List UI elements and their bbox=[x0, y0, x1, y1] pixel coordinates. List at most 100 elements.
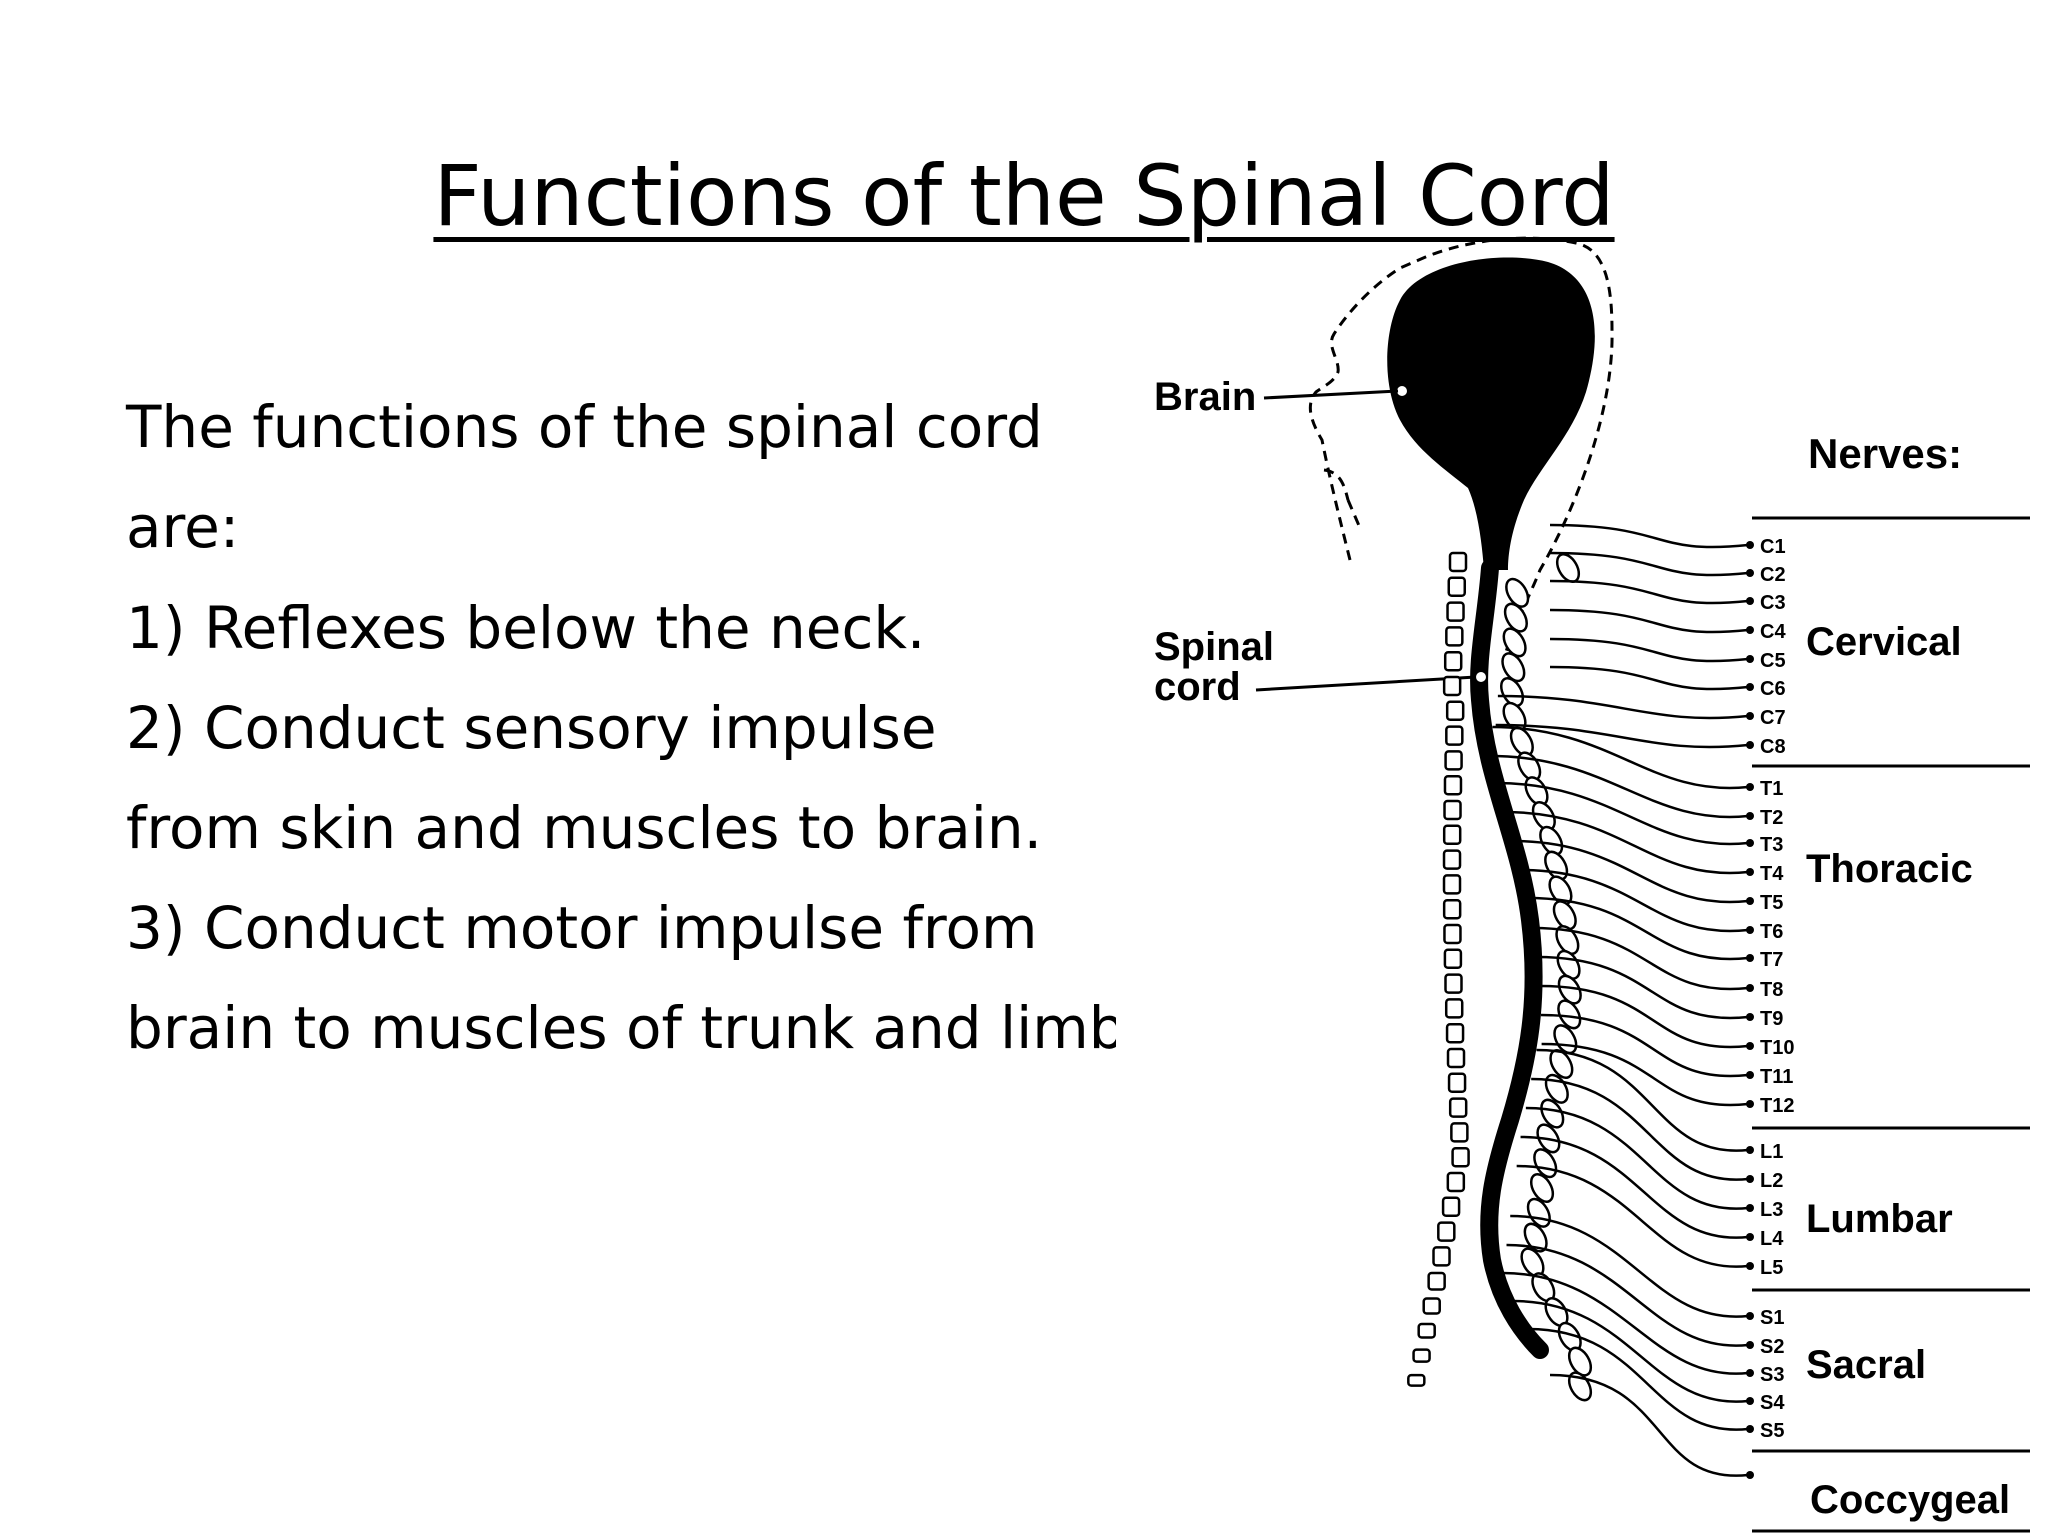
nerve-dot bbox=[1746, 984, 1754, 992]
nerve-line bbox=[1531, 1077, 1749, 1181]
nerve-line bbox=[1519, 868, 1749, 933]
vertebra-body bbox=[1442, 824, 1462, 846]
nerve-dot bbox=[1746, 1042, 1754, 1050]
slide-title-text: Functions of the Spinal Cord bbox=[433, 147, 1615, 245]
nerve-line bbox=[1549, 1373, 1749, 1477]
nerve-dot bbox=[1746, 926, 1754, 934]
nerve-line bbox=[1532, 926, 1749, 991]
vertebra-body bbox=[1446, 1047, 1466, 1069]
nerve-dot bbox=[1746, 1100, 1754, 1108]
nerve-dot bbox=[1746, 1175, 1754, 1183]
nerve-dot bbox=[1746, 868, 1754, 876]
nerve-label: L1 bbox=[1760, 1141, 1783, 1163]
nerve-label: T5 bbox=[1760, 892, 1783, 914]
vertebra-body bbox=[1444, 998, 1464, 1019]
nerve-dot bbox=[1746, 1471, 1754, 1479]
nerve-label: T4 bbox=[1760, 863, 1784, 885]
vertebra-process bbox=[1557, 999, 1582, 1030]
nerve-line bbox=[1549, 665, 1749, 691]
nerve-label: T12 bbox=[1760, 1095, 1794, 1117]
body-text: The functions of the spinal cord are: 1)… bbox=[126, 393, 1116, 1062]
nerve-label: T9 bbox=[1760, 1008, 1783, 1030]
vertebra-process bbox=[1540, 1098, 1565, 1129]
vertebra-body bbox=[1427, 1271, 1446, 1291]
nerve-label: C5 bbox=[1760, 650, 1786, 672]
nerve-labels: C1C2C3C4C5C6C7C8T1T2T3T4T5T6T7T8T9T10T11… bbox=[1760, 536, 1794, 1442]
nerve-group-label: Sacral bbox=[1806, 1343, 1926, 1387]
nerve-label: S2 bbox=[1760, 1336, 1784, 1358]
nerve-line bbox=[1496, 781, 1749, 846]
vertebra-body bbox=[1446, 1171, 1466, 1193]
vertebra-body bbox=[1443, 923, 1462, 945]
nerve-line bbox=[1527, 896, 1749, 961]
nerve-line bbox=[1549, 523, 1749, 549]
nerve-line bbox=[1525, 1106, 1749, 1210]
nerve-dot bbox=[1746, 812, 1754, 820]
vertebra-body bbox=[1446, 601, 1465, 622]
slide-title: Functions of the Spinal Cord bbox=[0, 148, 2048, 244]
nerve-line bbox=[1506, 1243, 1749, 1347]
spinal-cord-label: Spinal bbox=[1154, 625, 1274, 669]
nerve-label: C3 bbox=[1760, 592, 1786, 614]
nerve-label: L4 bbox=[1760, 1228, 1784, 1250]
vertebra-body bbox=[1417, 1322, 1436, 1339]
nerve-line bbox=[1516, 1164, 1749, 1268]
vertebra-process bbox=[1567, 1346, 1593, 1377]
nerve-group-label: Cervical bbox=[1806, 620, 1962, 664]
nerve-line bbox=[1536, 1048, 1749, 1152]
vertebra-body bbox=[1448, 551, 1468, 573]
nerve-line bbox=[1502, 1271, 1749, 1375]
nerve-dot bbox=[1746, 1233, 1754, 1241]
nerve-group-label: Coccygeal bbox=[1810, 1478, 2010, 1522]
vertebra-body bbox=[1442, 675, 1462, 697]
nerve-line bbox=[1540, 1013, 1749, 1078]
nerve-line bbox=[1528, 1327, 1749, 1431]
nerve-label: T1 bbox=[1760, 778, 1783, 800]
nerves-heading: Nerves: bbox=[1808, 430, 1962, 477]
nerve-label: S1 bbox=[1760, 1307, 1784, 1329]
nerve-line bbox=[1541, 1042, 1749, 1107]
nerve-label: C8 bbox=[1760, 736, 1786, 758]
vertebra-body bbox=[1422, 1297, 1441, 1315]
nerve-label: T2 bbox=[1760, 807, 1783, 829]
nerve-line bbox=[1549, 608, 1749, 634]
body-line: 1) Reflexes below the neck. bbox=[126, 594, 926, 662]
nerve-label: S3 bbox=[1760, 1364, 1784, 1386]
nerve-label: S5 bbox=[1760, 1420, 1784, 1442]
vertebra-body bbox=[1442, 898, 1462, 920]
nerve-group-label: Thoracic bbox=[1806, 847, 1973, 891]
vertebra-body bbox=[1447, 576, 1467, 598]
nerve-line bbox=[1497, 694, 1749, 720]
vertebra-body bbox=[1451, 1146, 1470, 1168]
nerve-line bbox=[1549, 579, 1749, 605]
vertebrae bbox=[1407, 551, 1593, 1402]
nerve-dot bbox=[1746, 1397, 1754, 1405]
nerve-label: L5 bbox=[1760, 1257, 1783, 1279]
vertebra-process bbox=[1567, 1371, 1593, 1402]
nerve-dot bbox=[1746, 1262, 1754, 1270]
vertebra-body bbox=[1442, 849, 1462, 870]
body-line: are: bbox=[126, 493, 240, 561]
vertebra-body bbox=[1445, 626, 1464, 647]
nerve-dot bbox=[1746, 954, 1754, 962]
vertebra-body bbox=[1443, 650, 1463, 672]
vertebra-process bbox=[1505, 577, 1530, 608]
vertebra-body bbox=[1437, 1221, 1456, 1242]
vertebra-process bbox=[1502, 627, 1527, 658]
vertebra-body bbox=[1412, 1348, 1431, 1363]
vertebra-body bbox=[1444, 750, 1463, 771]
nerve-line bbox=[1549, 637, 1749, 663]
vertebra-body bbox=[1450, 1122, 1469, 1143]
nerve-label: L2 bbox=[1760, 1170, 1783, 1192]
vertebra-body bbox=[1443, 799, 1462, 821]
body-line: 3) Conduct motor impulse from bbox=[126, 894, 1038, 962]
nerve-dot bbox=[1746, 655, 1754, 663]
nerve-dot bbox=[1746, 1204, 1754, 1212]
nerve-line bbox=[1513, 1299, 1749, 1403]
nerve-label: L3 bbox=[1760, 1199, 1783, 1221]
neck-outline bbox=[1323, 468, 1362, 529]
vertebra-process bbox=[1557, 974, 1582, 1005]
vertebra-process bbox=[1529, 1173, 1555, 1203]
nerve-dot bbox=[1746, 1312, 1754, 1320]
